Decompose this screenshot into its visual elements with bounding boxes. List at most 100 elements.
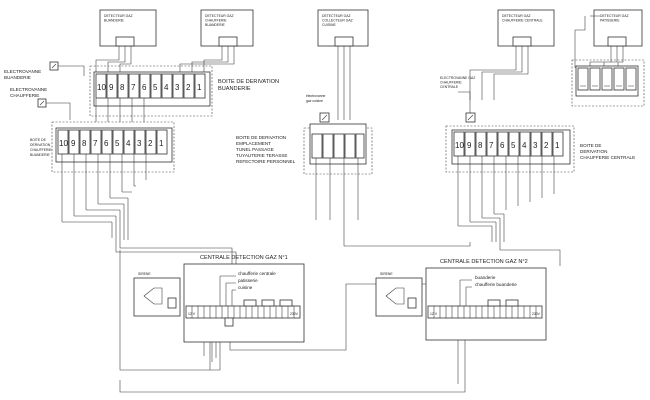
central2-line-buanderie: buanderie bbox=[475, 275, 496, 280]
box-left-line4: BUANDERIE bbox=[30, 153, 51, 157]
terminal-block-patisserie bbox=[571, 59, 645, 107]
detector-cuisine-line2: COLLECTEUR GAZ bbox=[322, 19, 353, 23]
valve-centrale-line1: ELECTROVANNE GAZ bbox=[440, 76, 475, 80]
terminal-num: 8 bbox=[82, 139, 87, 148]
terminal-num: 1 bbox=[197, 83, 202, 92]
terminal-num: 5 bbox=[153, 83, 158, 92]
central2-230v: 230V bbox=[532, 312, 541, 316]
detector-wires bbox=[95, 15, 624, 120]
valve-buanderie-line2: BUANDERIE bbox=[4, 75, 31, 80]
terminal-block-buanderie: 10 9 8 7 6 5 4 3 2 1 BOITE DE DERIVATION… bbox=[89, 65, 279, 117]
detector-chaufferie-buanderie-line3: BUANDERIE bbox=[205, 23, 226, 27]
central-unit-2: CENTRALE DETECTION GAZ N°2 buanderie cha… bbox=[425, 259, 547, 341]
valve-cuisine-line2: gaz cuisine bbox=[306, 99, 323, 103]
terminal-block-chaufferie-centrale: 10 9 8 7 6 5 4 3 2 1 BOITE DE DERIVATION… bbox=[445, 125, 635, 173]
terminal-num: 8 bbox=[478, 141, 483, 150]
central1-line-chaufferie-centrale: chaufferie centrale bbox=[238, 271, 276, 276]
box-center-line1: BOITE DE DERIVATION bbox=[236, 135, 286, 140]
terminal-num: 4 bbox=[126, 139, 131, 148]
terminal-num: 5 bbox=[511, 141, 516, 150]
detector-patisserie-line1: DETECTEUR GAZ bbox=[600, 14, 629, 18]
terminal-num: 10 bbox=[455, 141, 464, 150]
siren-2: SIRENE bbox=[375, 272, 423, 317]
central2-12v: 12 V bbox=[430, 312, 438, 316]
terminal-num: 7 bbox=[93, 139, 98, 148]
terminal-num: 2 bbox=[544, 141, 549, 150]
box-buanderie-line2: BUANDERIE bbox=[218, 86, 251, 92]
terminal-num: 2 bbox=[148, 139, 153, 148]
bus-wires bbox=[61, 98, 561, 393]
terminal-block-chaufferie-buanderie: 10 9 8 7 6 5 4 3 2 1 BOITE DE DERIVATION… bbox=[30, 121, 175, 173]
detector-cuisine-line3: CUISINE bbox=[322, 23, 336, 27]
detector-buanderie-line1: DETECTEUR GAZ bbox=[104, 14, 133, 18]
terminal-num: 9 bbox=[71, 139, 76, 148]
terminal-num: 4 bbox=[164, 83, 169, 92]
terminal-num: 10 bbox=[97, 83, 106, 92]
siren-1: SIRENE bbox=[133, 272, 181, 317]
detector-buanderie: DETECTEUR GAZ BUANDERIE bbox=[99, 9, 157, 47]
detector-chaufferie-centrale: DETECTEUR GAZ CHAUFFERIE CENTRALE bbox=[497, 9, 555, 47]
detector-centrale-line1: DETECTEUR GAZ bbox=[502, 14, 531, 18]
central1-line-cuisine: cuisine bbox=[238, 285, 253, 290]
terminal-num: 9 bbox=[467, 141, 472, 150]
terminal-num: 10 bbox=[59, 139, 68, 148]
valve-centrale: ELECTROVANNE GAZ CHAUFFERIE CENTRALE bbox=[440, 76, 476, 123]
box-right-line3: CHAUFFERIE CENTRALE bbox=[580, 155, 635, 160]
terminal-cells-buanderie bbox=[95, 73, 206, 99]
central-unit-1: CENTRALE DETECTION GAZ N°1 chaufferie ce… bbox=[183, 255, 305, 343]
central1-230v: 230V bbox=[290, 312, 299, 316]
terminal-num: 6 bbox=[104, 139, 109, 148]
box-right-line1: BOITE DE bbox=[580, 143, 601, 148]
box-center-line5: REFECTOIRE PERSONNEL bbox=[236, 159, 296, 164]
box-right-line2: DERIVATION bbox=[580, 149, 607, 154]
box-center-line3: TUNEL PASSAGE bbox=[236, 147, 274, 152]
siren2-label: SIRENE bbox=[380, 272, 393, 276]
terminal-num: 6 bbox=[142, 83, 147, 92]
central2-title: CENTRALE DETECTION GAZ N°2 bbox=[440, 259, 528, 265]
detector-chaufferie-buanderie: DETECTEUR GAZ CHAUFFERIE BUANDERIE bbox=[200, 9, 254, 47]
central1-line-patisserie: patisserie bbox=[238, 278, 258, 283]
valve-buanderie-line1: ELECTROVANNE bbox=[4, 69, 41, 74]
terminal-num: 3 bbox=[533, 141, 538, 150]
detector-cuisine-line1: DETECTEUR GAZ bbox=[322, 14, 351, 18]
terminal-num: 7 bbox=[489, 141, 494, 150]
terminal-num: 5 bbox=[115, 139, 120, 148]
detector-chaufferie-buanderie-line2: CHAUFFERIE bbox=[205, 19, 227, 23]
detector-collecteur-cuisine: DETECTEUR GAZ COLLECTEUR GAZ CUISINE bbox=[317, 9, 369, 47]
box-left-line2: DERIVATION bbox=[30, 143, 51, 147]
valve-buanderie: ELECTROVANNE BUANDERIE bbox=[4, 61, 85, 80]
box-left-line1: BOITE DE bbox=[30, 138, 47, 142]
box-left-line3: CHAUFFERIE bbox=[30, 148, 52, 152]
detector-patisserie-line2: PATISSERIE bbox=[600, 19, 620, 23]
detector-chaufferie-buanderie-line1: DETECTEUR GAZ bbox=[205, 14, 234, 18]
terminal-num: 6 bbox=[500, 141, 505, 150]
valve-chaufferie-line2: CHAUFFERIE bbox=[10, 93, 39, 98]
valve-centrale-line3: CENTRALE bbox=[440, 85, 459, 89]
valve-centrale-line2: CHAUFFERIE bbox=[440, 81, 462, 85]
valve-cuisine: électrovanne gaz cuisine bbox=[306, 94, 330, 123]
valve-cuisine-line1: électrovanne bbox=[306, 94, 326, 98]
terminal-num: 3 bbox=[175, 83, 180, 92]
terminal-num: 1 bbox=[159, 139, 164, 148]
valve-chaufferie-line1: ELECTROVANNE bbox=[10, 87, 47, 92]
terminal-num: 7 bbox=[131, 83, 136, 92]
central2-line-chaufferie-buanderie: chaufferie buanderie bbox=[475, 282, 517, 287]
terminal-num: 1 bbox=[555, 141, 560, 150]
terminal-num: 2 bbox=[186, 83, 191, 92]
terminal-num: 4 bbox=[522, 141, 527, 150]
terminal-num: 8 bbox=[120, 83, 125, 92]
valve-chaufferie: ELECTROVANNE CHAUFFERIE bbox=[10, 87, 71, 120]
terminal-num: 3 bbox=[137, 139, 142, 148]
detector-patisserie: DETECTEUR GAZ PATISSERIE bbox=[593, 9, 643, 47]
central1-title: CENTRALE DETECTION GAZ N°1 bbox=[200, 255, 288, 261]
terminal-block-center: BOITE DE DERIVATION EMPLACEMENT TUNEL PA… bbox=[236, 123, 373, 175]
box-center-line4: TUYAUTERIE TERASSE bbox=[236, 153, 287, 158]
detector-centrale-line2: CHAUFFERIE CENTRALE bbox=[502, 19, 543, 23]
detector-buanderie-line2: BUANDERIE bbox=[104, 19, 125, 23]
terminal-num: 9 bbox=[109, 83, 114, 92]
box-center-line2: EMPLACEMENT bbox=[236, 141, 271, 146]
central1-12v: 12 V bbox=[188, 312, 196, 316]
siren1-label: SIRENE bbox=[138, 272, 151, 276]
box-buanderie-line1: BOITE DE DERIVATION bbox=[218, 79, 279, 85]
